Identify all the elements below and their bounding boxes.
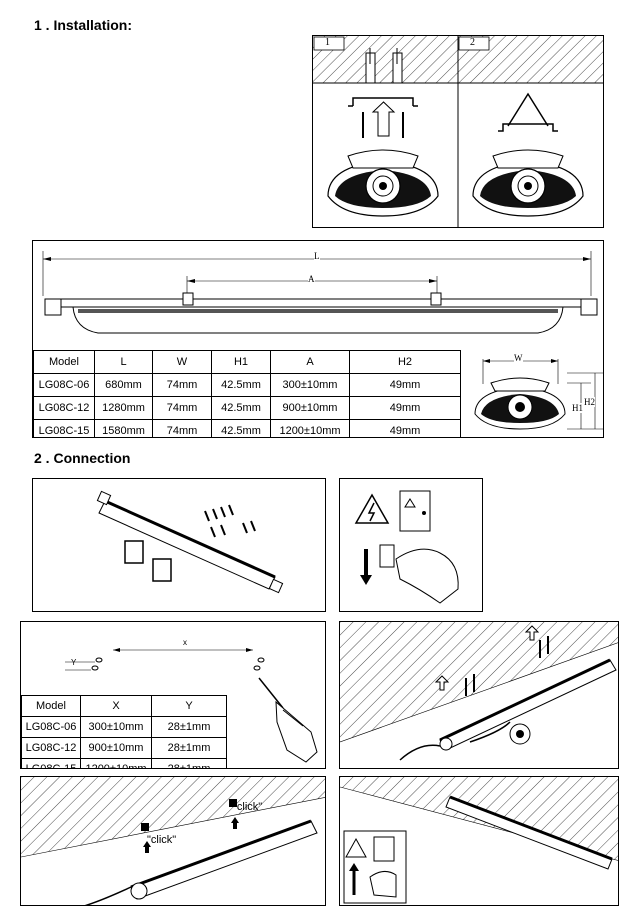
table-cell: LG08C-15 (33, 419, 95, 437)
drilling-illustration (65, 648, 318, 763)
step-1-label: 1 (325, 37, 330, 48)
table-row: LG08C-12 1280mm 74mm 42.5mm 900±10mm 49m… (33, 396, 461, 420)
table-cell: 900±10mm (270, 396, 350, 420)
table-cell: 300±10mm (80, 716, 152, 738)
table-header-cell: Y (151, 695, 227, 717)
dimension-a-label: A (308, 274, 315, 284)
table-cell: 1280mm (94, 396, 153, 420)
dimension-panel: L A Model L W H1 A H2 LG08C-06 680mm 74m… (32, 240, 604, 438)
dimension-h1-label: H1 (572, 403, 583, 413)
installation-illustration (313, 36, 603, 227)
table-header-cell: H2 (349, 350, 461, 374)
package-contents-illustration (96, 490, 284, 594)
click-label-left: "click" (147, 834, 177, 846)
table-cell: 74mm (152, 419, 212, 437)
installation-panel: 1 2 (312, 35, 604, 228)
table-cell: LG08C-15 (21, 758, 81, 768)
dimension-table: Model L W H1 A H2 LG08C-06 680mm 74mm 42… (33, 350, 461, 437)
dimension-w-label: W (514, 353, 523, 363)
drill-table: Model X Y LG08C-06 300±10mm 28±1mm LG08C… (21, 695, 227, 768)
table-header-cell: Model (21, 695, 81, 717)
table-row: LG08C-15 1580mm 74mm 42.5mm 1200±10mm 49… (33, 419, 461, 437)
section-2-title: 2 . Connection (34, 450, 131, 466)
table-row: LG08C-06 680mm 74mm 42.5mm 300±10mm 49mm (33, 373, 461, 397)
table-header-cell: H1 (211, 350, 271, 374)
table-cell: 680mm (94, 373, 153, 397)
section-1-title: 1 . Installation: (34, 17, 133, 33)
table-cell: 49mm (349, 419, 461, 437)
table-cell: 42.5mm (211, 373, 271, 397)
drill-y-label: Y (71, 658, 77, 667)
wiring-illustration (340, 622, 618, 761)
table-header-cell: Model (33, 350, 95, 374)
table-cell: LG08C-06 (21, 716, 81, 738)
table-header-row: Model X Y (21, 695, 227, 717)
table-header-cell: X (80, 695, 152, 717)
drilling-panel: x Y Model X Y LG08C-06 300±10mm 28±1mm L… (20, 621, 326, 769)
table-header-cell: L (94, 350, 153, 374)
power-on-panel (339, 776, 619, 906)
table-cell: 49mm (349, 373, 461, 397)
table-cell: 28±1mm (151, 716, 227, 738)
dimension-l-label: L (314, 251, 320, 261)
package-contents-panel (32, 478, 326, 612)
table-cell: 74mm (152, 373, 212, 397)
table-row: LG08C-12 900±10mm 28±1mm (21, 737, 227, 759)
table-cell: 49mm (349, 396, 461, 420)
table-cell: LG08C-06 (33, 373, 95, 397)
table-header-cell: A (270, 350, 350, 374)
click-mount-panel: "click" "click" (20, 776, 326, 906)
step-2-label: 2 (470, 37, 475, 48)
table-row: LG08C-15 1200±10mm 28±1mm (21, 758, 227, 768)
table-cell: 1580mm (94, 419, 153, 437)
click-mount-illustration (21, 777, 325, 905)
table-cell: LG08C-12 (21, 737, 81, 759)
table-cell: 1200±10mm (80, 758, 152, 768)
fixture-side-view (42, 251, 598, 334)
table-cell: 74mm (152, 396, 212, 420)
table-cell: 42.5mm (211, 419, 271, 437)
power-off-illustration (354, 490, 459, 604)
table-cell: 42.5mm (211, 396, 271, 420)
dimension-h2-label: H2 (584, 397, 595, 407)
power-on-illustration (340, 777, 618, 904)
table-cell: 1200±10mm (270, 419, 350, 437)
table-cell: 900±10mm (80, 737, 152, 759)
table-header-cell: W (152, 350, 212, 374)
table-cell: 28±1mm (151, 737, 227, 759)
table-cell: 300±10mm (270, 373, 350, 397)
power-off-panel (339, 478, 483, 612)
table-header-row: Model L W H1 A H2 (33, 350, 461, 374)
drill-x-label: x (183, 638, 187, 647)
click-label-right: "click" (233, 801, 263, 813)
wiring-panel (339, 621, 619, 769)
table-row: LG08C-06 300±10mm 28±1mm (21, 716, 227, 738)
table-cell: 28±1mm (151, 758, 227, 768)
table-cell: LG08C-12 (33, 396, 95, 420)
fixture-end-profile (474, 359, 603, 430)
